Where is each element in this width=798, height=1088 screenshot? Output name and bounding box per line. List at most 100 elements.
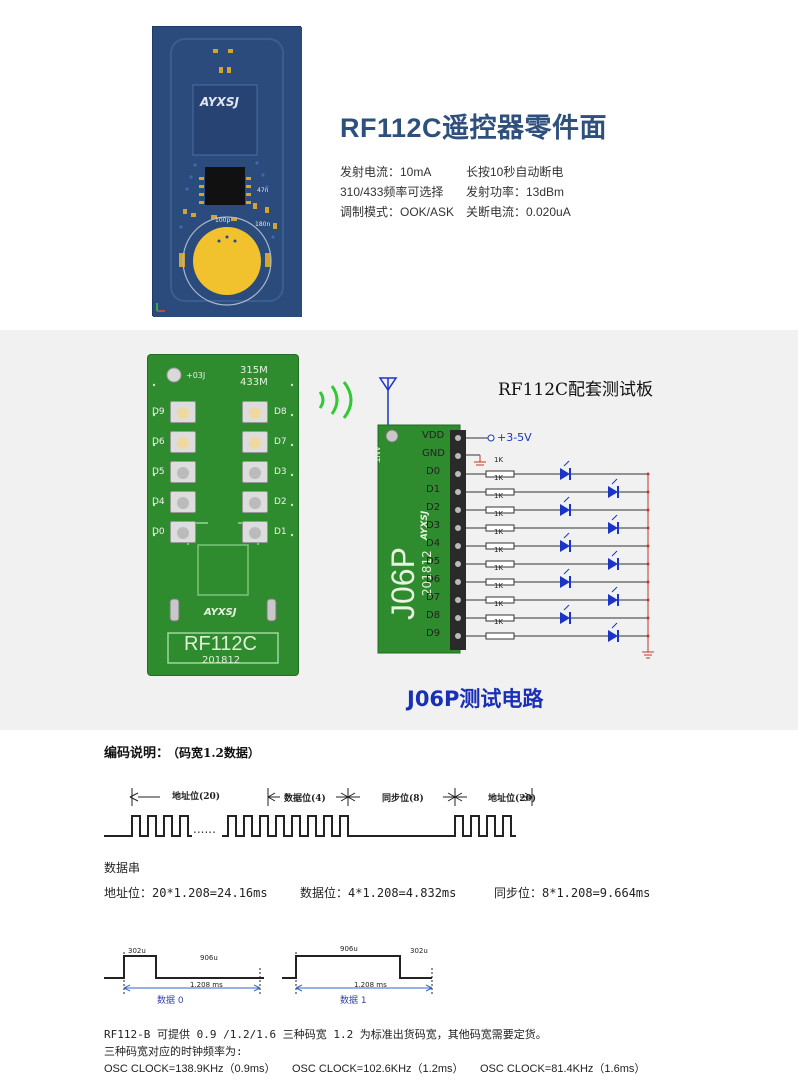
pin-label-d9: D9 [426,628,441,639]
led-row [466,550,650,570]
remote-key-label: D8 [274,407,287,417]
spec-auto-off: 长按10秒自动断电 [466,165,564,179]
led-row [466,622,650,642]
pin-dot [455,579,461,585]
remote-key-label: D9 [152,407,165,417]
pin-dot [455,525,461,531]
pin-label-d6: D6 [426,574,441,585]
remote-key-d4[interactable] [170,491,196,513]
data-frame-waveform [104,788,534,837]
waveform-ellipsis: ...... [193,822,216,836]
resistor-label: 1K [494,510,504,518]
segment-data: 数据位(4) [284,794,326,804]
remote-key-d9[interactable] [170,401,196,423]
clock-0p9: OSC CLOCK=138.9KHz（0.9ms） [104,1063,276,1075]
led-row [466,532,650,552]
bit1-high-duration: 906u [340,945,358,953]
pin-dot [455,561,461,567]
code-width-note: RF112-B 可提供 0.9 /1.2/1.6 三种码宽 1.2 为标准出货码… [104,1028,547,1041]
pin-dot [455,633,461,639]
spec-modulation: 调制模式：OOK/ASK [340,205,455,219]
led-row [466,604,650,624]
remote-key-label: D3 [274,467,287,477]
pin-label-vdd: VDD [422,430,445,441]
remote-date-label: 201812 [202,655,241,666]
segment-address-2: 地址位(20) [488,794,537,804]
spec-frequency: 310/433频率可选择 [340,185,444,199]
remote-key-d8[interactable] [242,401,268,423]
bit0-waveform [104,952,264,996]
remote-board-photo: +03J 315M 433M D9 D6 D5 D4 D0 D8 [148,355,298,675]
led-row [466,478,650,498]
spec-tx-power: 发射功率：13dBm [466,185,565,199]
resistor-label: 1K [494,456,504,464]
remote-freq-315: 315M [240,365,268,376]
bit1-label: 数据 1 [340,996,367,1006]
pin-label-d7: D7 [426,592,441,603]
pin-label-d2: D2 [426,502,441,513]
resistor-label: 1K [494,474,504,482]
spec-shutdown-current: 关断电流：0.020uA [466,205,571,219]
remote-model-label: RF112C [184,633,257,655]
receiver-ant-label: ANT [372,446,381,463]
wireless-signal-icon [318,381,353,419]
bit0-period: 1.208 ms [190,981,223,989]
resistor-label: 1K [494,528,504,536]
bit0-label: 数据 0 [157,996,184,1006]
remote-key-d0[interactable] [170,521,196,543]
resistor-label: 1K [494,618,504,626]
encoding-subtitle: （码宽1.2数据） [173,746,260,760]
remote-key-d7[interactable] [242,431,268,453]
pin-label-d0: D0 [426,466,441,477]
remote-key-label: D2 [274,497,287,507]
sync-bits-calc: 同步位：8*1.208=9.664ms [494,886,651,900]
pcb-cap-label-100p: 100p [215,217,231,224]
bit1-waveform [282,952,433,996]
pin-label-d4: D4 [426,538,441,549]
bit0-low-duration: 906u [200,954,218,962]
clock-1p2: OSC CLOCK=102.6KHz（1.2ms） [292,1063,464,1075]
remote-key-d5[interactable] [170,461,196,483]
resistor-label: 1K [494,600,504,608]
bit1-low-duration: 302u [410,947,428,955]
address-bits-calc: 地址位：20*1.208=24.16ms [104,886,268,900]
supply-voltage-label: +3-5V [497,431,532,444]
bit1-period: 1.208 ms [354,981,387,989]
pcb-cap-label-180n: 180n [255,221,271,228]
pin-label-d8: D8 [426,610,441,621]
remote-key-d6[interactable] [170,431,196,453]
pcb-component-side-photo: AYXSJ 100p 180n 47n [152,26,302,317]
receiver-model-label: J06P [385,547,421,620]
pin-dot [455,435,461,441]
spec-tx-current: 发射电流：10mA [340,165,432,179]
remote-freq-433: 433M [240,377,268,388]
remote-right-keys: D8 D7 D3 D2 D1 [242,401,294,547]
test-circuit-caption: J06P测试电路 [407,687,544,711]
test-board-title: RF112C配套测试板 [498,380,654,400]
led-row [466,460,650,480]
pin-dot [455,489,461,495]
encoding-title: 编码说明：（码宽1.2数据） [104,742,260,761]
pcb-artwork [153,27,302,317]
resistor-label: 1K [494,546,504,554]
segment-sync: 同步位(8) [382,794,424,804]
encoding-title-text: 编码说明： [104,746,170,761]
led-row [466,496,650,516]
remote-key-d2[interactable] [242,491,268,513]
pcb-logo: AYXSJ [200,95,239,109]
remote-logo: AYXSJ [204,607,237,618]
remote-key-label: D4 [152,497,165,507]
pin-label-d3: D3 [426,520,441,531]
remote-key-label: D7 [274,437,287,447]
pin-label-gnd: GND [422,448,445,459]
remote-key-label: D1 [274,527,287,537]
clock-1p6: OSC CLOCK=81.4KHz（1.6ms） [480,1063,646,1075]
pin-dot [455,453,461,459]
remote-key-label: D5 [152,467,165,477]
remote-key-d3[interactable] [242,461,268,483]
bit0-high-duration: 302u [128,947,146,955]
led-row [466,568,650,588]
test-circuit-schematic [377,377,654,659]
remote-key-d1[interactable] [242,521,268,543]
resistor-label: 1K [494,582,504,590]
